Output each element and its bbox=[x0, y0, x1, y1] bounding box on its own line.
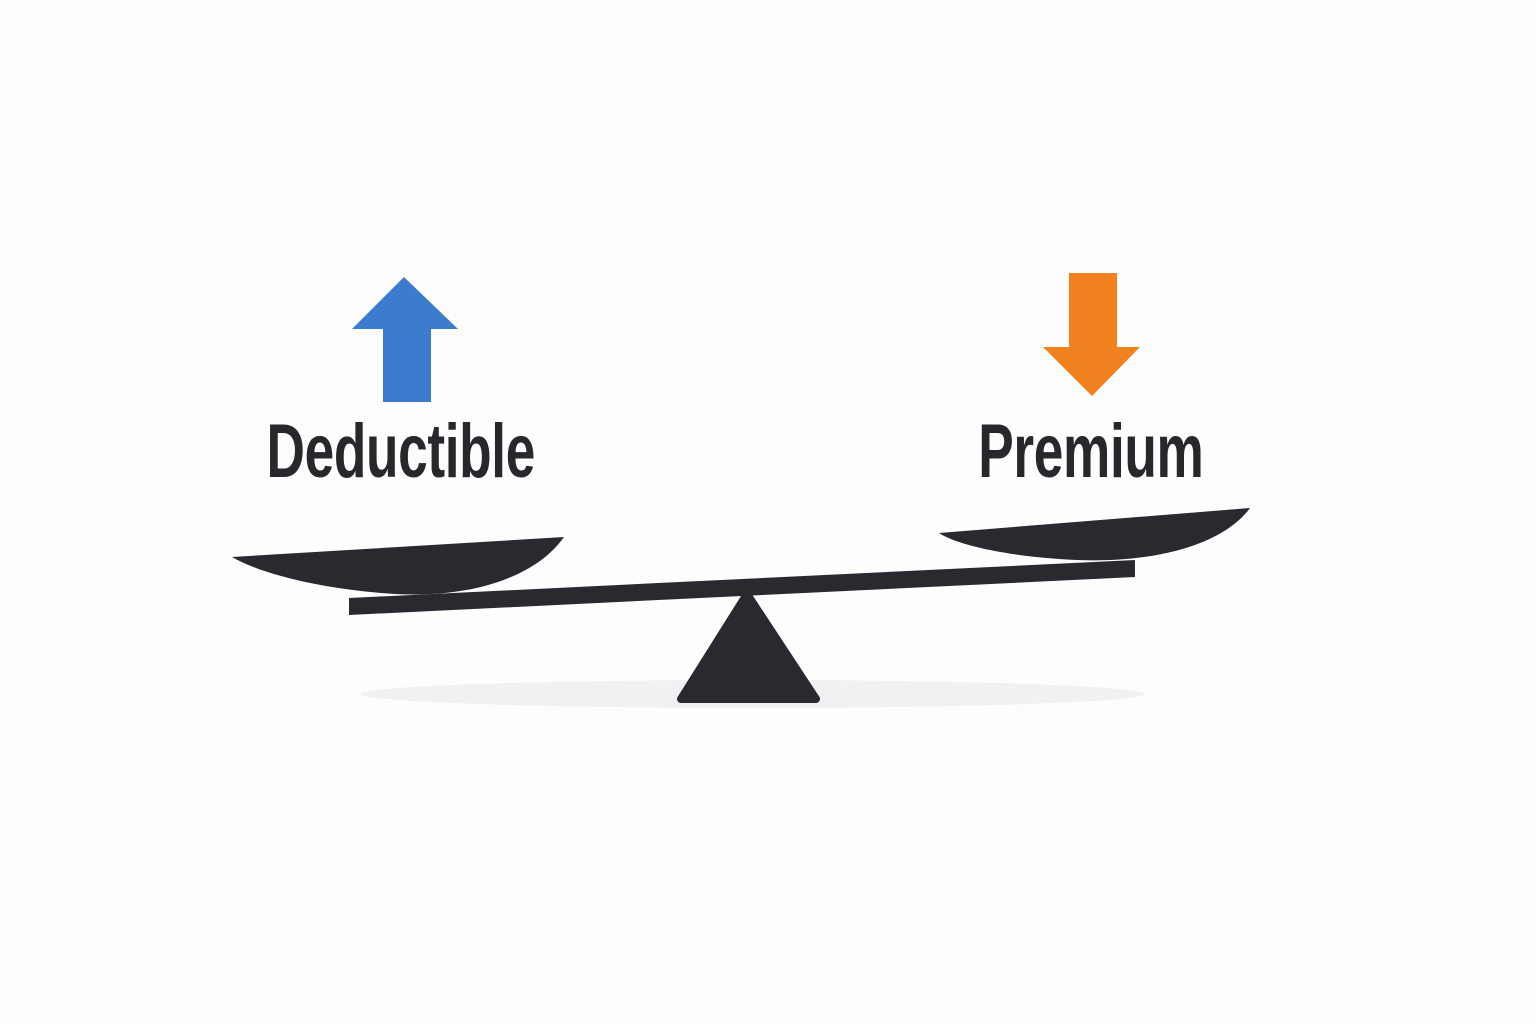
beam bbox=[349, 560, 1135, 615]
down-arrow-icon bbox=[1043, 273, 1140, 396]
left-label: Deductible bbox=[171, 414, 631, 490]
right-pan bbox=[939, 508, 1250, 561]
right-label-text: Premium bbox=[978, 409, 1204, 494]
up-arrow-icon bbox=[352, 277, 458, 402]
fulcrum bbox=[677, 590, 820, 703]
right-label: Premium bbox=[861, 414, 1321, 490]
left-pan bbox=[232, 537, 564, 595]
left-label-text: Deductible bbox=[266, 409, 536, 494]
